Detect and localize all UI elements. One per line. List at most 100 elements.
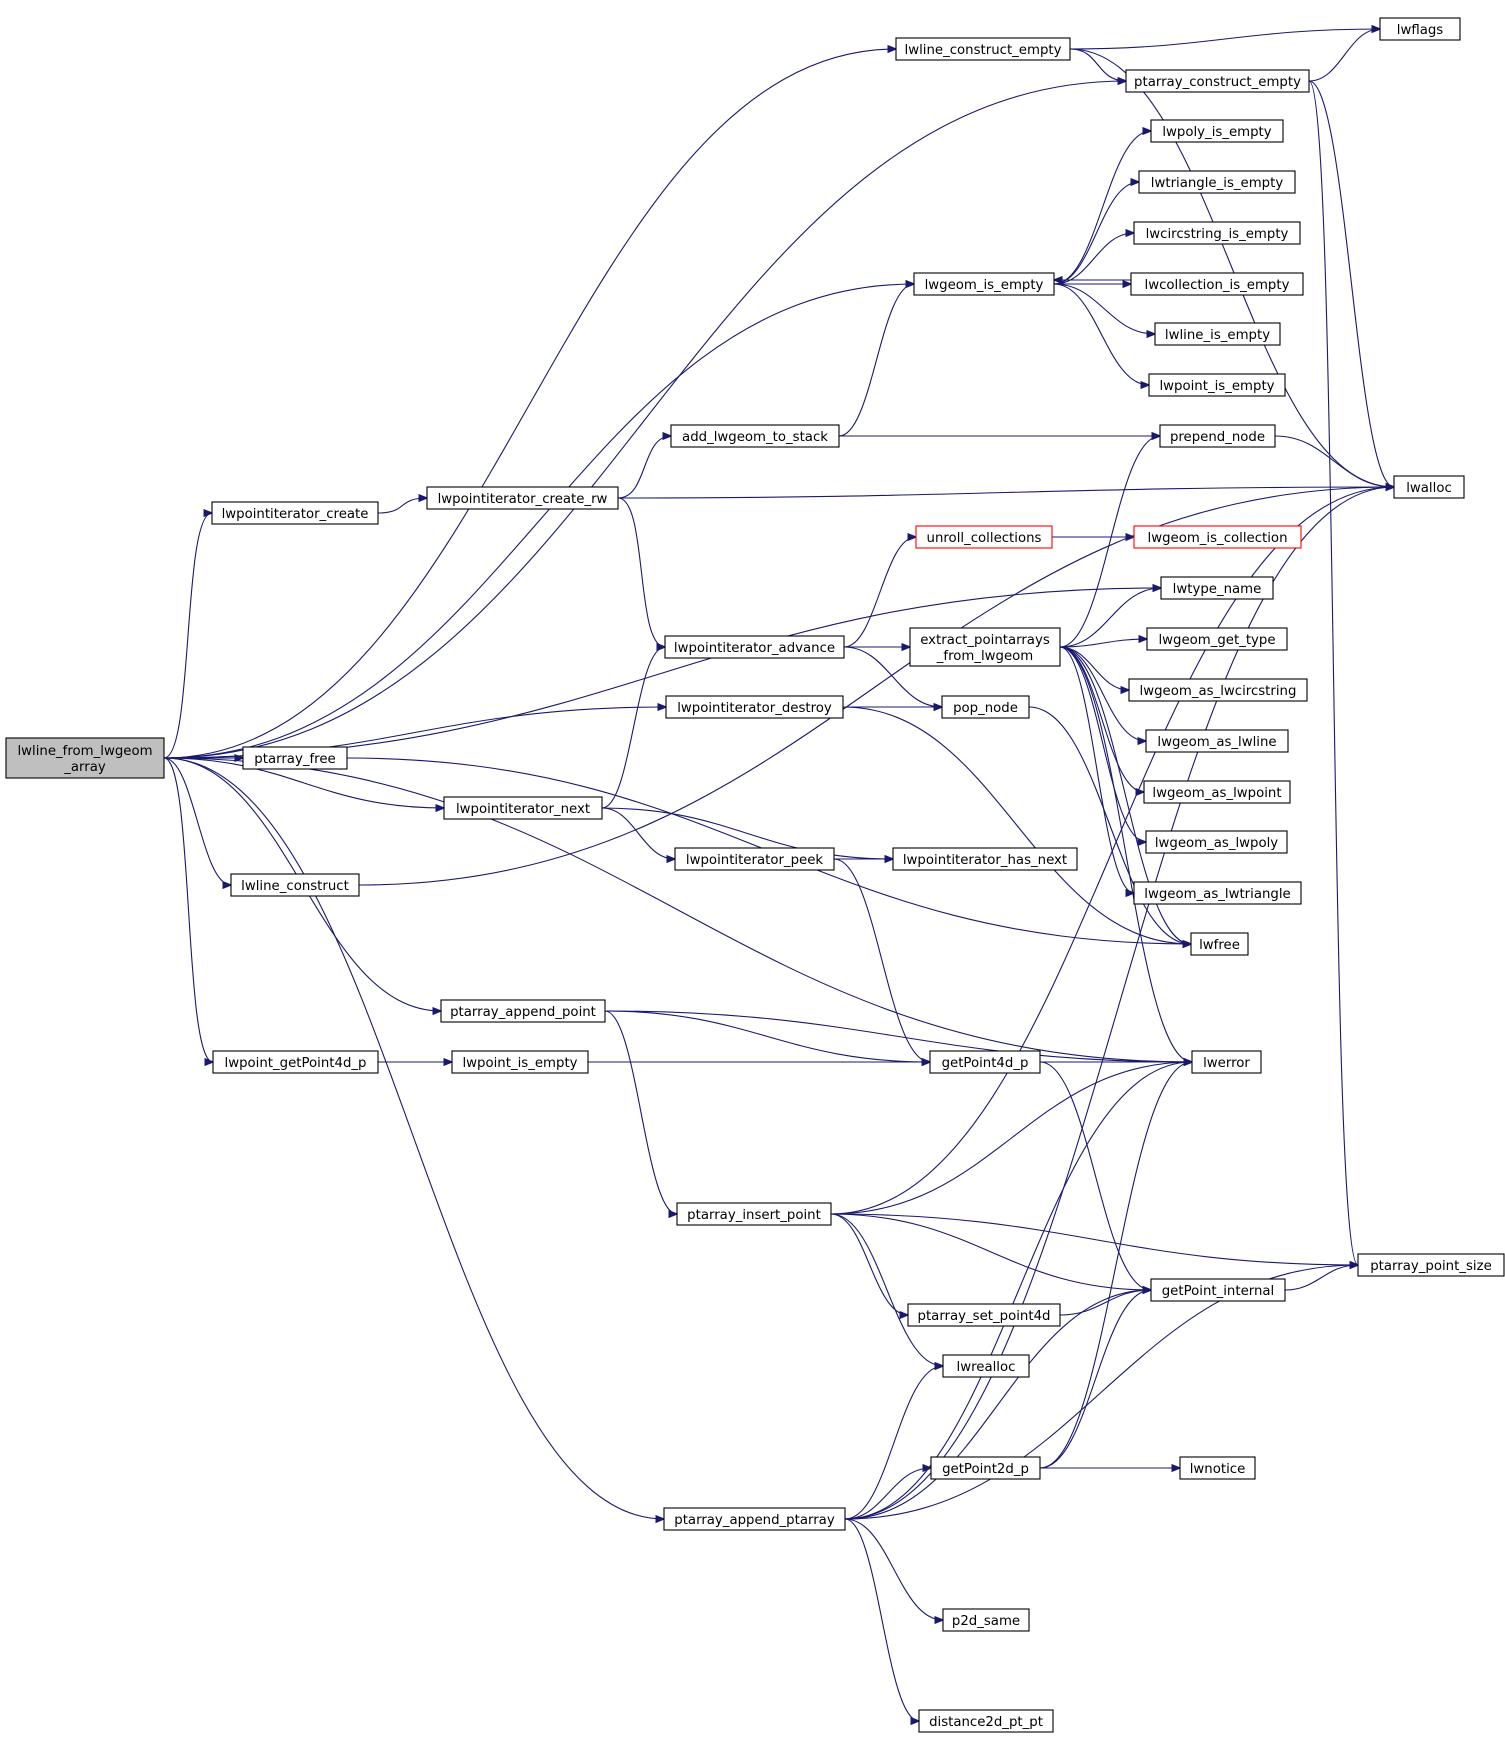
node-lwline-construct[interactable]: lwline_construct	[230, 873, 360, 897]
node-lwpointiterator-next[interactable]: lwpointiterator_next	[443, 796, 603, 820]
node-lwpoint-getpoint4d-p[interactable]: lwpoint_getPoint4d_p	[212, 1050, 379, 1074]
node-lwcollection-is-empty[interactable]: lwcollection_is_empty	[1130, 272, 1304, 296]
node-label: ptarray_free	[254, 752, 335, 767]
node-lwalloc[interactable]: lwalloc	[1393, 475, 1465, 499]
node-label: getPoint4d_p	[942, 1056, 1029, 1071]
edge-ptarray-construct-empty-to-ptarray-point-size	[1308, 80, 1358, 1265]
node-lwgeom-is-empty[interactable]: lwgeom_is_empty	[913, 272, 1055, 296]
node-lwcircstring-is-empty[interactable]: lwcircstring_is_empty	[1133, 221, 1301, 245]
node-lwline-is-empty[interactable]: lwline_is_empty	[1154, 322, 1281, 346]
node-box	[1145, 729, 1289, 753]
node-ptarray-set-point4d[interactable]: ptarray_set_point4d	[907, 1303, 1061, 1327]
edge-ptarray-construct-empty-to-lwflags	[1308, 29, 1380, 82]
node-ptarray-point-size[interactable]: ptarray_point_size	[1357, 1253, 1505, 1277]
node-ptarray-insert-point[interactable]: ptarray_insert_point	[676, 1202, 832, 1226]
node-box	[212, 1050, 379, 1074]
edge-ptarray-append-point-to-getpoint4d-p	[604, 1010, 930, 1062]
edge-lwpointiterator-create-rw-to-lwalloc	[617, 487, 1394, 499]
edge-ptarray-insert-point-to-ptarray-point-size	[830, 1213, 1358, 1265]
edge-ptarray-construct-empty-to-lwalloc	[1308, 80, 1394, 487]
edge-extract-pointarrays-to-lwgeom-as-lwtriangle	[1059, 646, 1134, 893]
node-label: lwtype_name	[1173, 582, 1262, 597]
edge-lwgeom-is-empty-to-lwcircstring-is-empty	[1053, 233, 1134, 285]
node-pop-node[interactable]: pop_node	[941, 695, 1030, 719]
node-p2d-same[interactable]: p2d_same	[942, 1608, 1030, 1632]
node-unroll-collections[interactable]: unroll_collections	[915, 525, 1053, 549]
node-label: p2d_same	[952, 1614, 1020, 1629]
node-lwpointiterator-peek[interactable]: lwpointiterator_peek	[674, 847, 835, 871]
node-extract-pointarrays[interactable]: extract_pointarrays_from_lwgeom	[909, 627, 1061, 667]
node-prepend-node[interactable]: prepend_node	[1159, 424, 1276, 448]
node-lwpointiterator-has-next[interactable]: lwpointiterator_has_next	[892, 847, 1078, 871]
node-label: lwfree	[1199, 938, 1240, 953]
node-label: ptarray_construct_empty	[1134, 75, 1301, 90]
node-box	[674, 847, 835, 871]
edge-ptarray-append-ptarray-to-ptarray-point-size	[844, 1265, 1358, 1520]
edge-ptarray-insert-point-to-ptarray-set-point4d	[830, 1213, 908, 1315]
node-distance2d-pt-pt[interactable]: distance2d_pt_pt	[918, 1709, 1054, 1733]
edge-extract-pointarrays-to-lwgeom-as-lwline	[1059, 646, 1146, 741]
node-box	[1133, 881, 1302, 905]
node-lwgeom-is-collection[interactable]: lwgeom_is_collection	[1133, 525, 1302, 549]
edge-lwpointiterator-create-to-lwpointiterator-create-rw	[377, 498, 427, 514]
node-lwflags[interactable]: lwflags	[1379, 17, 1461, 41]
node-ptarray-construct-empty[interactable]: ptarray_construct_empty	[1125, 69, 1310, 93]
node-box	[663, 1507, 846, 1531]
node-lwtriangle-is-empty[interactable]: lwtriangle_is_empty	[1138, 170, 1296, 194]
node-ptarray-append-ptarray[interactable]: ptarray_append_ptarray	[663, 1507, 846, 1531]
node-box	[1143, 780, 1291, 804]
node-box	[915, 525, 1053, 549]
edge-root-to-lwline-construct-empty	[163, 49, 896, 759]
node-lwgeom-as-lwpoint[interactable]: lwgeom_as_lwpoint	[1143, 780, 1291, 804]
edge-extract-pointarrays-to-lwgeom-get-type	[1059, 639, 1147, 648]
node-box	[1125, 69, 1310, 93]
node-box	[942, 1354, 1030, 1378]
edge-ptarray-insert-point-to-getpoint-internal	[830, 1213, 1151, 1290]
edge-lwline-construct-empty-to-lwalloc	[1069, 48, 1394, 487]
node-lwtype-name[interactable]: lwtype_name	[1160, 576, 1274, 600]
node-root[interactable]: lwline_from_lwgeom_array	[5, 737, 165, 779]
node-label: lwgeom_as_lwcircstring	[1140, 684, 1297, 699]
node-ptarray-free[interactable]: ptarray_free	[242, 746, 348, 770]
node-lwpointiterator-advance[interactable]: lwpointiterator_advance	[664, 635, 845, 659]
edge-root-to-lwgeom-is-empty	[163, 284, 914, 759]
node-box	[907, 1303, 1061, 1327]
node-box	[892, 847, 1078, 871]
node-box	[1379, 17, 1461, 41]
node-label: lwpointiterator_create_rw	[438, 492, 608, 507]
node-lwerror[interactable]: lwerror	[1191, 1050, 1262, 1074]
node-lwgeom-as-lwpoly[interactable]: lwgeom_as_lwpoly	[1145, 830, 1288, 854]
node-box	[942, 1608, 1030, 1632]
node-lwpointiterator-create-rw[interactable]: lwpointiterator_create_rw	[426, 486, 619, 510]
node-lwnotice[interactable]: lwnotice	[1179, 1456, 1256, 1480]
node-lwpoly-is-empty[interactable]: lwpoly_is_empty	[1150, 119, 1284, 143]
node-lwgeom-as-lwtriangle[interactable]: lwgeom_as_lwtriangle	[1133, 881, 1302, 905]
node-getpoint4d-p[interactable]: getPoint4d_p	[929, 1050, 1041, 1074]
node-lwline-construct-empty[interactable]: lwline_construct_empty	[895, 37, 1071, 61]
node-label: lwgeom_as_lwpoly	[1155, 836, 1278, 851]
edge-root-to-lwpointiterator-create	[163, 513, 212, 759]
node-lwpointiterator-destroy[interactable]: lwpointiterator_destroy	[665, 695, 844, 719]
node-lwpoint-is-empty-b[interactable]: lwpoint_is_empty	[451, 1050, 589, 1074]
node-box	[242, 746, 348, 770]
edge-ptarray-append-point-to-ptarray-insert-point	[604, 1010, 677, 1214]
node-label: lwcollection_is_empty	[1145, 278, 1290, 293]
node-lwpointiterator-create[interactable]: lwpointiterator_create	[211, 501, 379, 525]
node-label: lwpointiterator_destroy	[677, 701, 832, 716]
edge-lwline-construct-empty-to-lwflags	[1069, 29, 1380, 50]
node-lwgeom-get-type[interactable]: lwgeom_get_type	[1146, 627, 1288, 651]
node-label: lwpointiterator_next	[456, 802, 590, 817]
node-box	[1150, 1278, 1286, 1302]
node-getpoint2d-p[interactable]: getPoint2d_p	[930, 1456, 1041, 1480]
node-ptarray-append-point[interactable]: ptarray_append_point	[440, 999, 606, 1023]
node-lwrealloc[interactable]: lwrealloc	[942, 1354, 1030, 1378]
edge-root-to-lwerror	[163, 757, 1192, 1062]
node-label: lwpoint_is_empty	[1159, 379, 1274, 394]
node-add-lwgeom-to-stack[interactable]: add_lwgeom_to_stack	[670, 424, 840, 448]
node-lwpoint-is-empty-a[interactable]: lwpoint_is_empty	[1148, 373, 1286, 397]
node-lwgeom-as-lwline[interactable]: lwgeom_as_lwline	[1145, 729, 1289, 753]
node-lwgeom-as-lwcircstring[interactable]: lwgeom_as_lwcircstring	[1128, 678, 1308, 702]
node-lwfree[interactable]: lwfree	[1190, 932, 1249, 956]
node-getpoint-internal[interactable]: getPoint_internal	[1150, 1278, 1286, 1302]
